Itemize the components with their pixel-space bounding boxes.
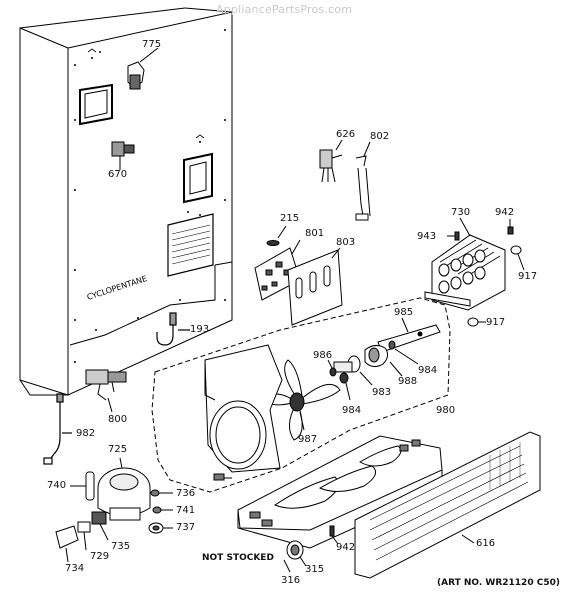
callout-670[interactable]: 670 xyxy=(108,169,128,180)
callout-734[interactable]: 734 xyxy=(65,563,85,574)
part-737-drawing xyxy=(148,522,173,534)
callout-741[interactable]: 741 xyxy=(176,505,196,516)
callout-986[interactable]: 986 xyxy=(313,350,333,361)
part-670-drawing xyxy=(111,141,135,170)
part-982-drawing xyxy=(43,393,72,465)
callout-316[interactable]: 316 xyxy=(281,575,301,586)
callout-735[interactable]: 735 xyxy=(111,541,131,552)
part-741-drawing xyxy=(152,506,173,514)
callout-730[interactable]: 730 xyxy=(451,207,471,218)
watermark: AppliancePartsPros.com xyxy=(216,3,353,16)
callout-982[interactable]: 982 xyxy=(76,428,96,439)
part-800-drawing xyxy=(85,369,127,413)
callout-616[interactable]: 616 xyxy=(476,538,496,549)
cabinet-back xyxy=(19,7,233,396)
part-616-drawing xyxy=(354,431,541,579)
callout-983[interactable]: 983 xyxy=(372,387,392,398)
part-215-drawing xyxy=(266,225,287,246)
callout-803[interactable]: 803 xyxy=(336,237,356,248)
part-984-right-drawing xyxy=(388,340,419,365)
part-725-drawing xyxy=(97,457,151,521)
part-987-drawing xyxy=(265,359,341,441)
callout-988[interactable]: 988 xyxy=(398,376,418,387)
not-stocked-note: NOT STOCKED xyxy=(202,553,274,563)
fan-assembly-boundary xyxy=(151,297,451,493)
callout-942-bottom[interactable]: 942 xyxy=(336,542,356,553)
part-735-drawing xyxy=(91,511,109,541)
part-942-bottom-drawing xyxy=(329,525,339,545)
part-943-drawing xyxy=(447,231,460,241)
part-988-drawing xyxy=(364,344,403,377)
part-734-drawing xyxy=(55,525,79,563)
callout-801[interactable]: 801 xyxy=(305,228,325,239)
callout-917-top[interactable]: 917 xyxy=(518,271,538,282)
part-917-bottom-drawing xyxy=(467,317,486,327)
part-942-top-drawing xyxy=(507,219,514,235)
callout-775[interactable]: 775 xyxy=(142,39,162,50)
part-917-top-drawing xyxy=(510,245,525,271)
callout-737[interactable]: 737 xyxy=(176,522,196,533)
part-736-drawing xyxy=(150,489,173,497)
part-193-drawing xyxy=(156,312,190,346)
callout-802[interactable]: 802 xyxy=(370,131,390,142)
part-984-left-drawing xyxy=(339,372,351,401)
part-730-drawing xyxy=(424,217,506,311)
callout-725[interactable]: 725 xyxy=(108,444,128,455)
callout-626[interactable]: 626 xyxy=(336,129,356,140)
callout-800[interactable]: 800 xyxy=(108,414,128,425)
callout-984-left[interactable]: 984 xyxy=(342,405,362,416)
part-986-drawing xyxy=(327,359,337,377)
part-316-drawing xyxy=(283,559,291,573)
callout-736[interactable]: 736 xyxy=(176,488,196,499)
part-315-drawing xyxy=(286,540,307,567)
fan-shroud xyxy=(204,344,283,481)
callout-315[interactable]: 315 xyxy=(305,564,325,575)
part-983-drawing xyxy=(333,355,373,386)
part-985-drawing xyxy=(377,317,441,353)
callout-984-right[interactable]: 984 xyxy=(418,365,438,376)
callout-729[interactable]: 729 xyxy=(90,551,110,562)
callout-985[interactable]: 985 xyxy=(394,307,414,318)
callout-740[interactable]: 740 xyxy=(47,480,67,491)
part-740-drawing xyxy=(70,471,95,501)
part-729-drawing xyxy=(77,521,91,551)
part-626-drawing xyxy=(319,139,343,183)
part-802-drawing xyxy=(355,141,371,221)
part-775-drawing xyxy=(127,47,159,90)
art-number: (ART NO. WR21120 C50) xyxy=(437,578,560,588)
part-801-drawing xyxy=(254,239,301,301)
part-803-drawing xyxy=(287,247,343,326)
callout-987[interactable]: 987 xyxy=(298,434,318,445)
callout-942-top[interactable]: 942 xyxy=(495,207,515,218)
callout-980[interactable]: 980 xyxy=(436,405,456,416)
callout-917-bottom[interactable]: 917 xyxy=(486,317,506,328)
callout-215[interactable]: 215 xyxy=(280,213,300,224)
callout-943[interactable]: 943 xyxy=(417,231,437,242)
base-pan xyxy=(237,435,443,549)
callout-193[interactable]: 193 xyxy=(190,324,210,335)
